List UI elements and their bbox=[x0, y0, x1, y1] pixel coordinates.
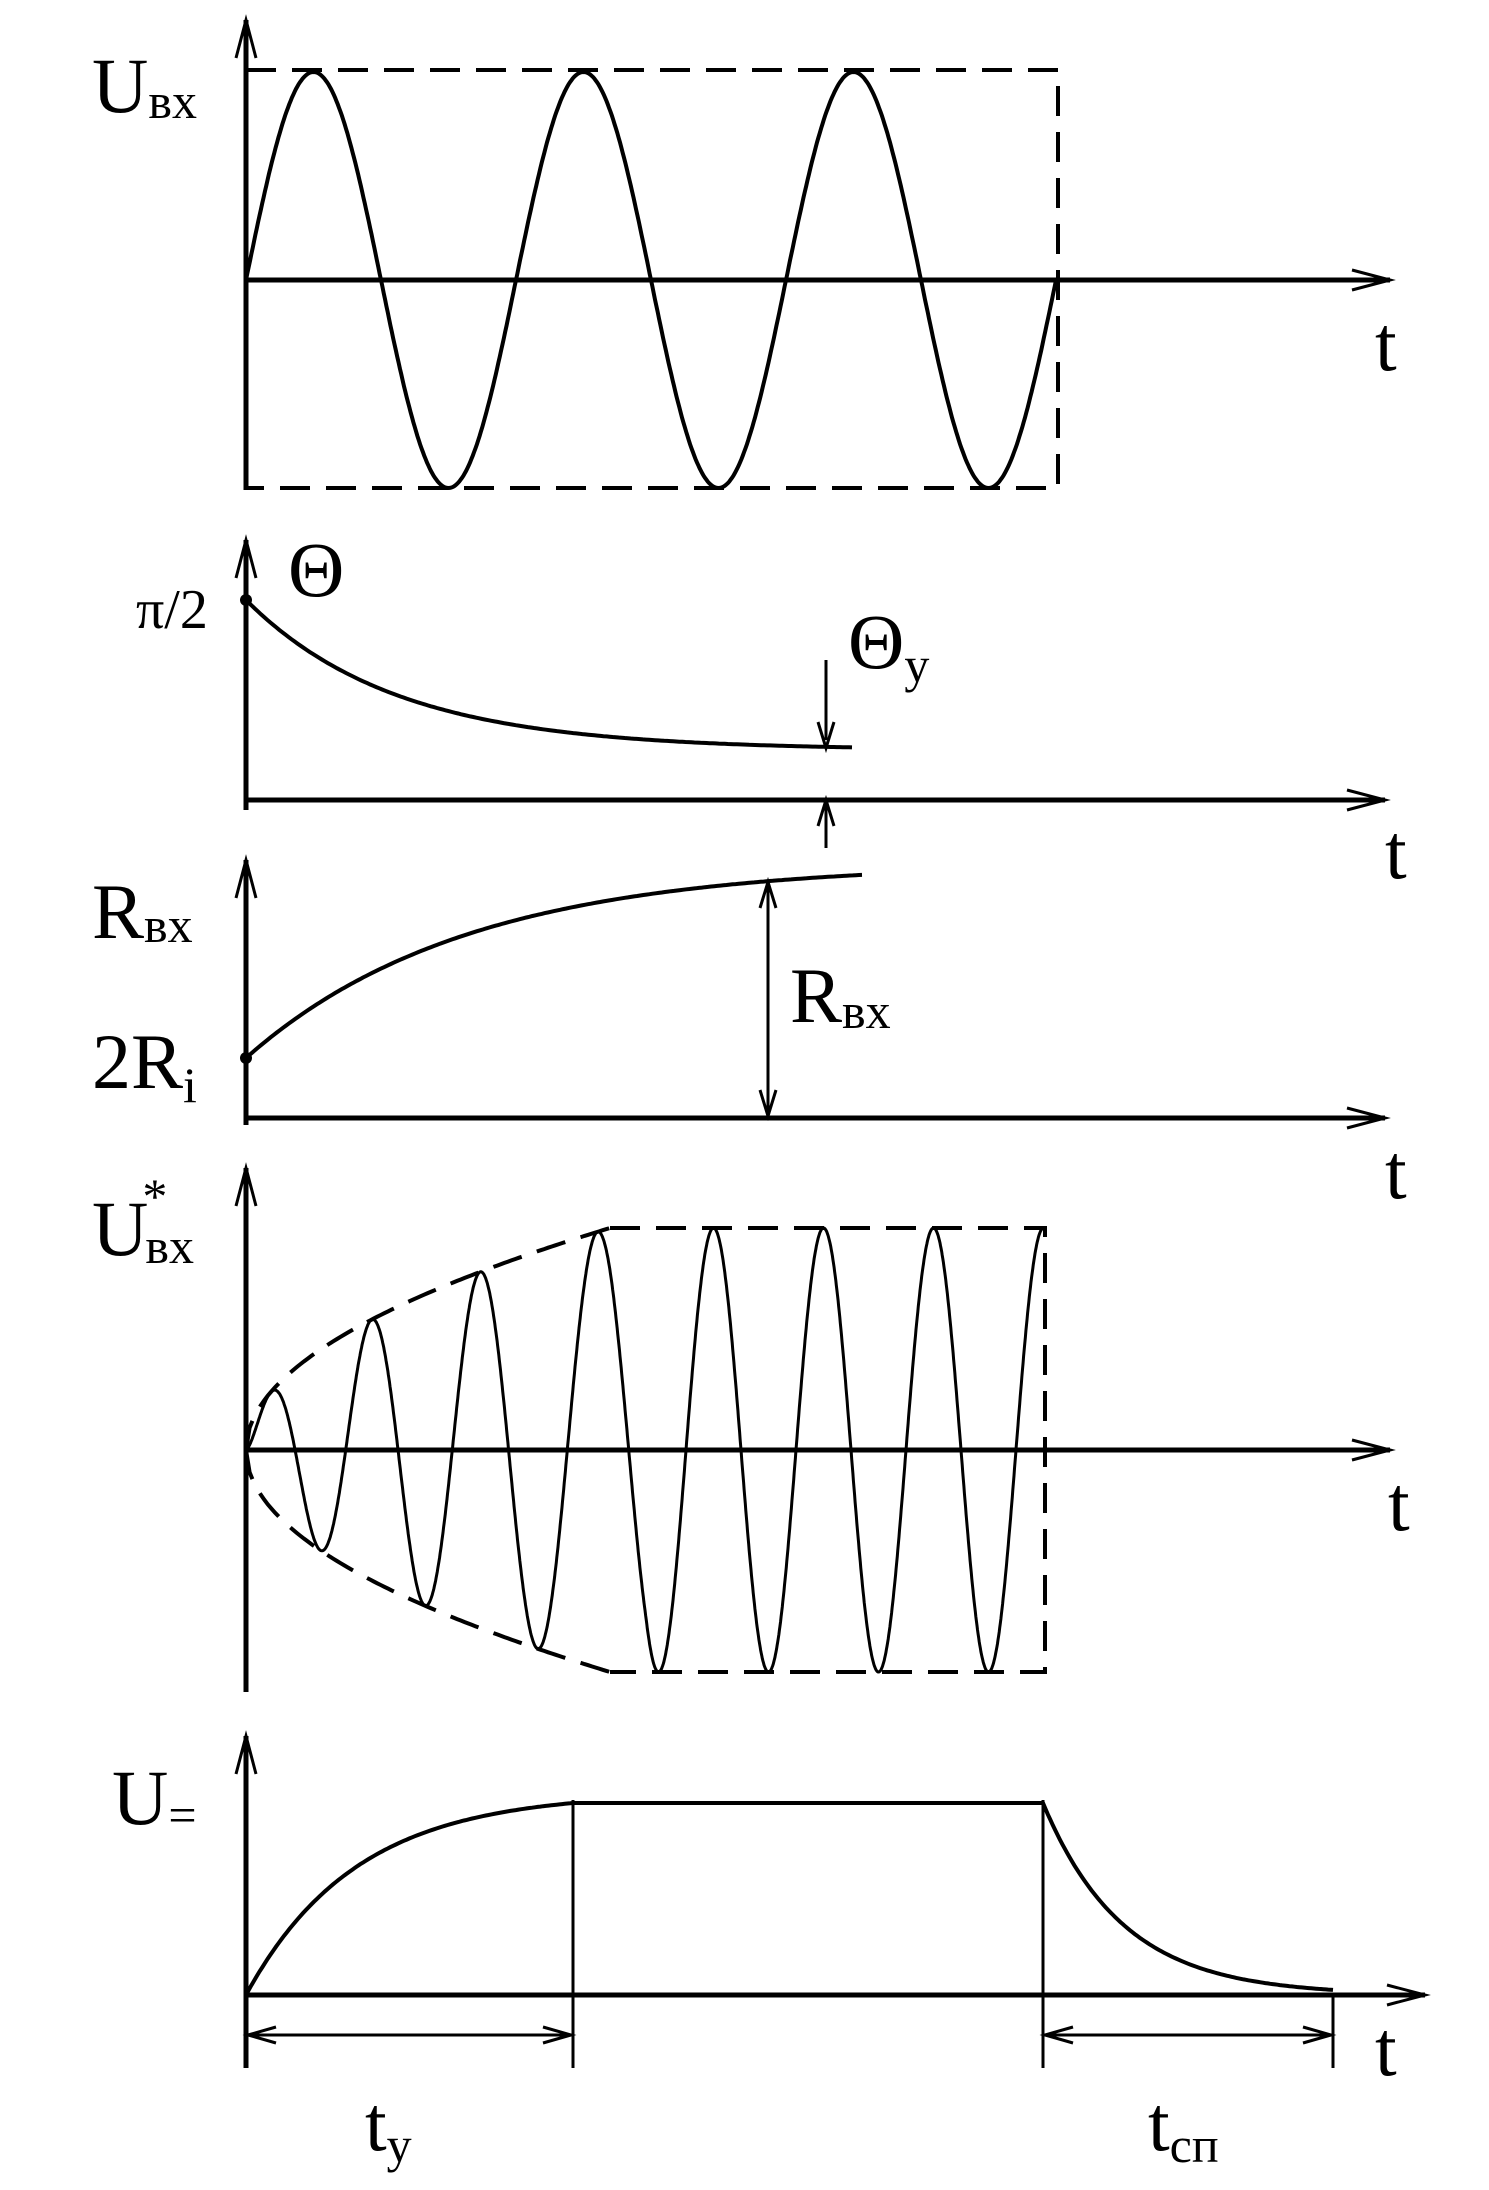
p3-x-arrow bbox=[1346, 1106, 1391, 1130]
p3-y-arrow bbox=[234, 854, 258, 899]
p3-x-label: t bbox=[1385, 1128, 1407, 1215]
p5-interval2-left-arrow bbox=[1039, 2025, 1074, 2045]
p2-theta-curve bbox=[244, 598, 853, 750]
p2-y-arrow bbox=[234, 534, 258, 579]
p5-interval1-right-arrow bbox=[542, 2025, 577, 2045]
p5-interval2-right-arrow bbox=[1302, 2025, 1337, 2045]
p4-envelope-box bbox=[610, 1226, 1047, 1674]
p3-resistance-curve bbox=[244, 872, 863, 1060]
p4-y-label: U*вх bbox=[92, 1168, 194, 1274]
p4-envelope-upper bbox=[244, 1226, 611, 1451]
p1-x-label: t bbox=[1375, 300, 1397, 387]
p2-y-tick: π/2 bbox=[136, 579, 208, 641]
p1-sine-wave bbox=[244, 69, 1058, 491]
p5-y-label: U= bbox=[112, 1754, 197, 1843]
p4-x-arrow bbox=[1351, 1438, 1396, 1462]
p2-x-label: t bbox=[1385, 808, 1407, 895]
panel-2: Θ π/2 Θу t bbox=[136, 526, 1407, 895]
p2-y-label: Θ bbox=[288, 526, 344, 613]
p2-marker-bottom-arrow bbox=[816, 794, 836, 827]
p2-x-arrow bbox=[1346, 788, 1391, 812]
p3-marker-top-arrow bbox=[758, 876, 778, 909]
p5-dc-curve bbox=[244, 1801, 1334, 1996]
p2-marker-label: Θу bbox=[848, 598, 929, 693]
panel-5: U= tу tсп t bbox=[112, 1730, 1431, 2173]
p2-start-dot bbox=[240, 594, 252, 606]
panel-3: Rвх 2Ri Rвх t bbox=[92, 854, 1407, 1215]
p3-y-label: Rвх bbox=[92, 868, 193, 955]
p4-x-label: t bbox=[1388, 1460, 1410, 1547]
panel-4: U*вх t bbox=[92, 1162, 1410, 1692]
p5-interval2-label: tсп bbox=[1148, 2080, 1219, 2173]
p4-envelope-lower bbox=[244, 1449, 611, 1674]
p1-y-label: Uвх bbox=[92, 42, 197, 129]
p5-interval1-left-arrow bbox=[242, 2025, 277, 2045]
p4-oscillation bbox=[245, 1226, 1044, 1674]
panel-1: Uвх t bbox=[92, 14, 1397, 491]
p1-y-arrow bbox=[234, 14, 258, 59]
p4-y-arrow bbox=[234, 1162, 258, 1207]
p1-x-arrow bbox=[1351, 268, 1396, 292]
p5-y-arrow bbox=[234, 1730, 258, 1775]
p1-envelope-box bbox=[244, 68, 1060, 490]
p2-marker-top-arrow bbox=[816, 721, 836, 754]
p3-marker-label: Rвх bbox=[790, 952, 891, 1039]
p3-start-dot bbox=[240, 1052, 252, 1064]
p5-x-arrow bbox=[1386, 1983, 1431, 2007]
p3-marker-bottom-arrow bbox=[758, 1089, 778, 1122]
p3-y-tick: 2Ri bbox=[92, 1018, 197, 1113]
p5-x-label: t bbox=[1375, 2005, 1397, 2092]
p5-interval1-label: tу bbox=[365, 2080, 412, 2173]
